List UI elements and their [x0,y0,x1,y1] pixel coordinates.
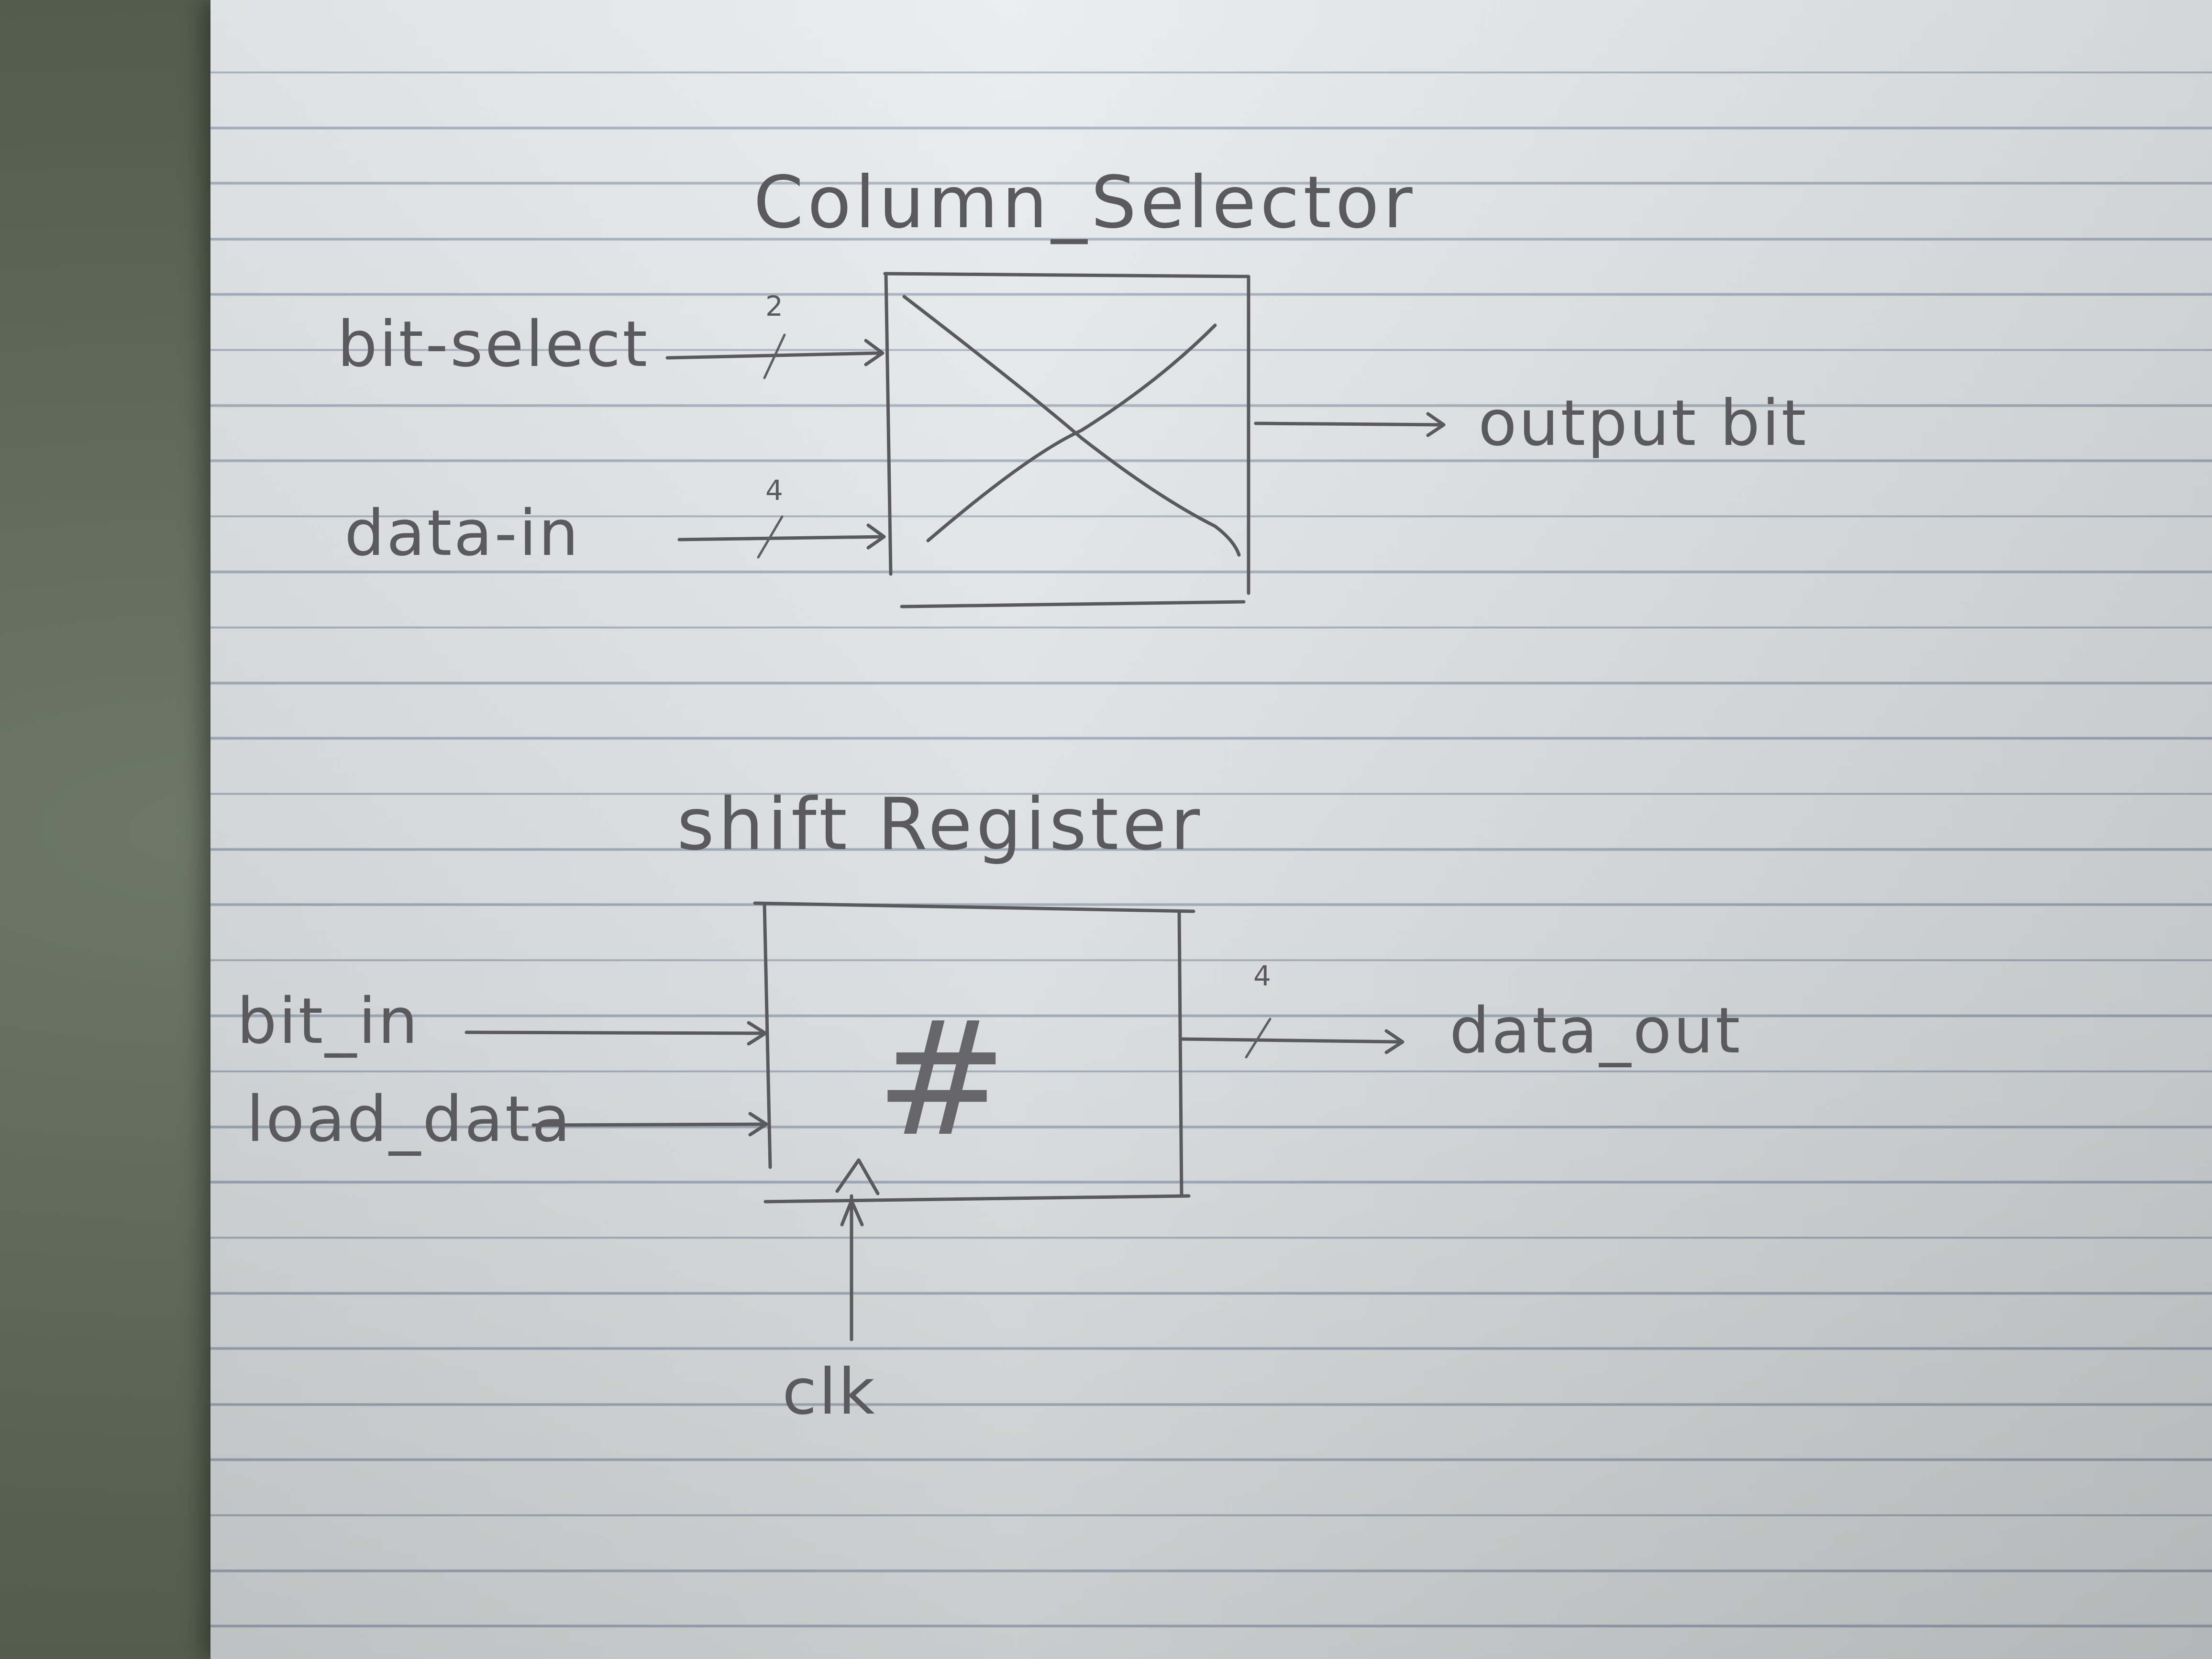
register-symbol: # [875,987,1008,1171]
output-bit-wire [1254,421,1444,427]
column-selector-box-left [884,272,893,576]
bit-in-label: bit_in [237,984,420,1058]
data-out-bus-slash [1245,1018,1272,1059]
shift-register-block: shift Register # bit_in load_data 4 da [237,783,1742,1429]
data-out-wire [1180,1037,1404,1044]
data-in-bus-slash [757,515,784,559]
data-out-width: 4 [1253,960,1271,992]
clk-label: clk [782,1355,877,1429]
load-data-label: load_data [246,1083,572,1156]
mux-cross-line-2 [926,323,1217,542]
load-data-wire [531,1122,767,1127]
bit-select-arrowhead [864,339,885,366]
column-selector-box-top-right [883,272,1250,595]
mux-cross-line-1 [902,295,1241,557]
load-data-arrowhead [748,1112,768,1137]
data-in-label: data-in [344,497,580,570]
column-selector-box-bottom [900,600,1246,608]
shift-register-box-top [753,901,1195,913]
clock-edge-triangle [835,1158,880,1195]
data-out-arrowhead [1384,1029,1405,1054]
data-in-wire [677,535,885,542]
data-out-label: data_out [1449,994,1742,1068]
column-selector-block: Column_Selector bit-select 2 data-in 4 [337,161,1808,608]
shift-register-box-left [763,902,772,1169]
shift-register-title: shift Register [677,783,1204,866]
output-bit-label: output bit [1478,387,1808,460]
bit-select-label: bit-select [337,308,649,381]
shift-register-box-bottom [763,1194,1191,1204]
bit-select-bus-slash [763,333,786,379]
data-in-width: 4 [765,474,783,507]
bit-in-wire [465,1030,766,1035]
data-in-arrowhead [866,523,886,550]
clk-arrowhead [840,1199,864,1227]
column-selector-title: Column_Selector [753,161,1416,244]
shift-register-box-right [1177,911,1183,1198]
output-bit-arrowhead [1426,412,1446,437]
bit-select-width: 2 [765,290,783,322]
bit-in-arrowhead [747,1021,767,1046]
